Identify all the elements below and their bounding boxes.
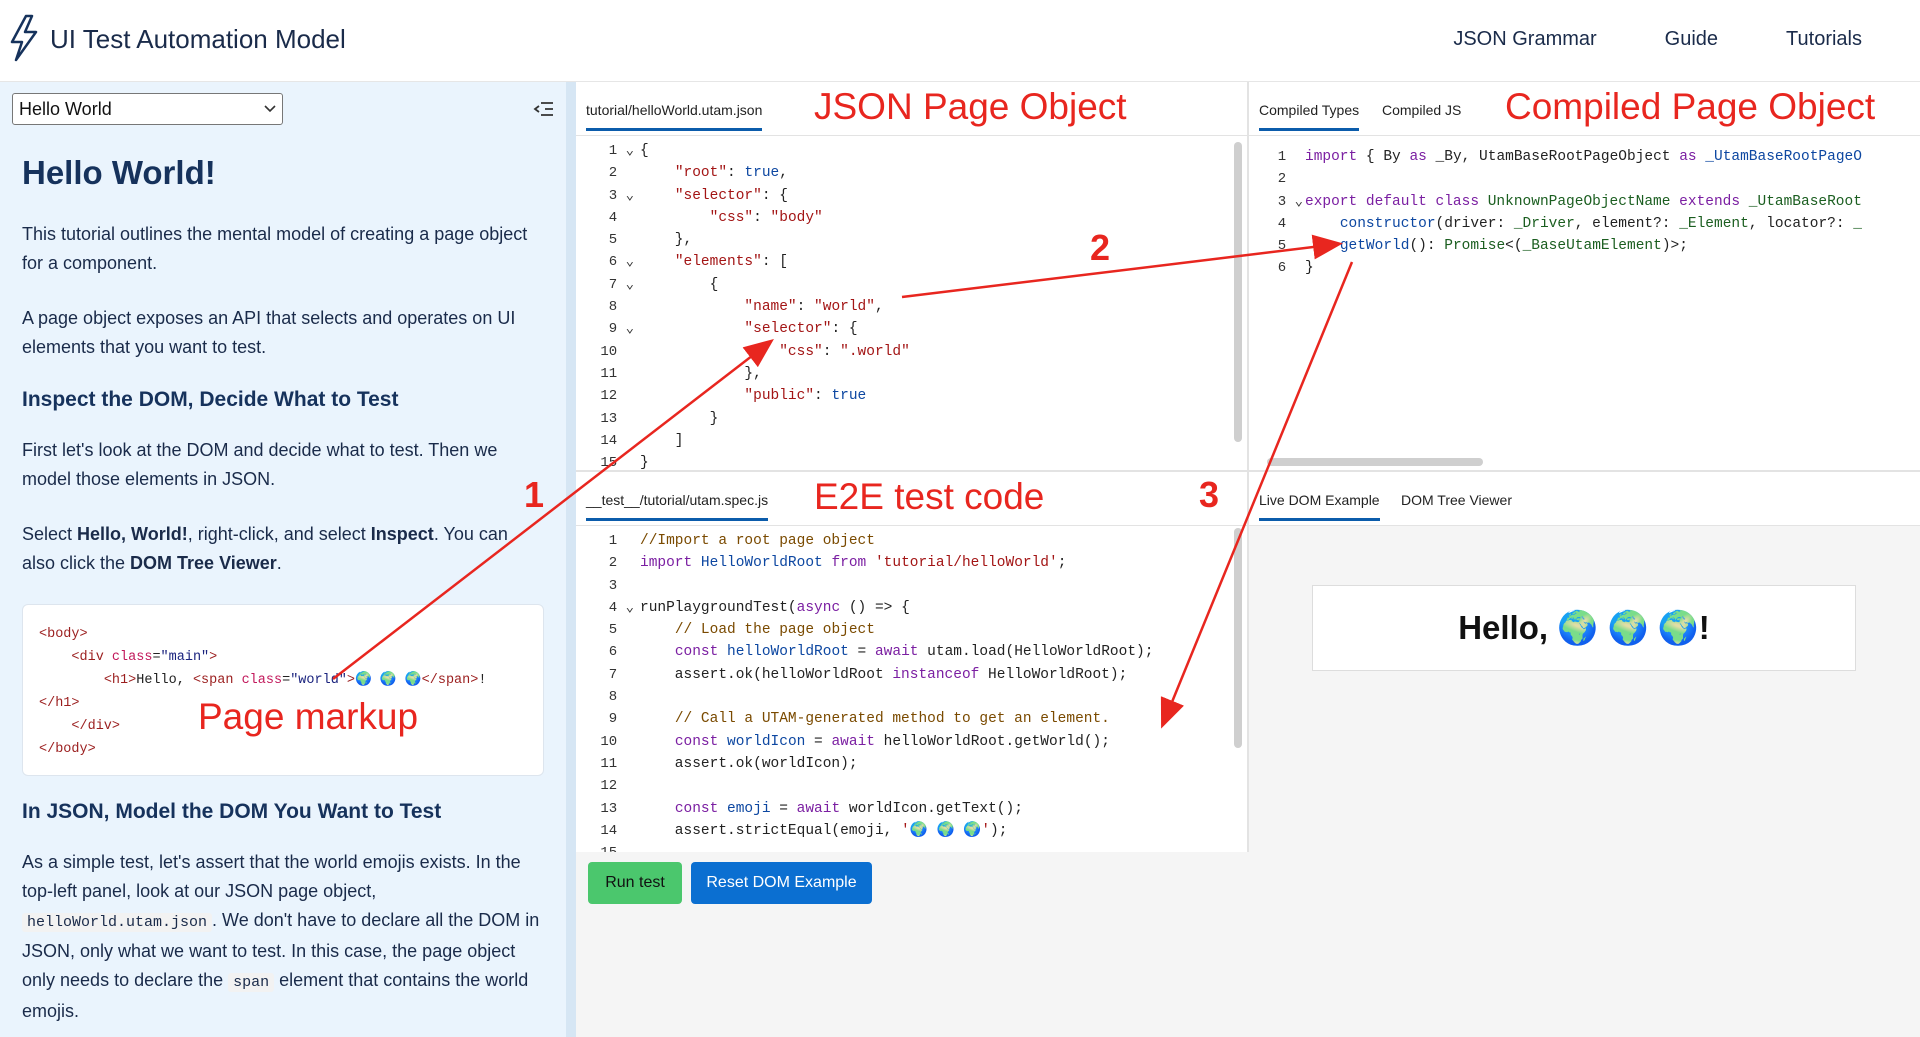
intro-paragraph: This tutorial outlines the mental model …	[22, 224, 528, 273]
compiled-code[interactable]: import { By as _By, UtamBaseRootPageObje…	[1305, 149, 1862, 277]
json-scrollbar[interactable]	[1234, 142, 1242, 442]
spec-editor-pane: __test__/tutorial/utam.spec.js E2E test …	[576, 472, 1247, 852]
chevron-down-icon	[264, 105, 276, 113]
live-dom-hello-world[interactable]: Hello, 🌍 🌍 🌍!	[1312, 585, 1856, 671]
nav-tutorials[interactable]: Tutorials	[1786, 28, 1862, 50]
compiled-page-object-annotation: Compiled Page Object	[1505, 86, 1876, 127]
page-markup-code: <body> <div class="main"> <h1>Hello, <sp…	[22, 604, 544, 776]
e2e-test-code-annotation: E2E test code	[814, 476, 1045, 517]
spec-code[interactable]: //Import a root page object import Hello…	[640, 533, 1154, 839]
bold-text: Inspect	[370, 524, 434, 544]
lightning-bolt-logo-icon	[10, 14, 38, 62]
model-heading: In JSON, Model the DOM You Want to Test	[22, 800, 442, 823]
line-numbers: 1 ⌄2 3 ⌄4 5 6 ⌄7 ⌄8 9 ⌄10 11 12 13 14 15	[600, 143, 634, 472]
app-header: UI Test Automation Model JSON Grammar Gu…	[0, 0, 1920, 82]
code-line: </body>	[39, 742, 96, 757]
text: , right-click, and select	[187, 524, 371, 544]
run-test-button[interactable]: Run test	[588, 862, 682, 904]
dom-tabbar: Live DOM Example DOM Tree Viewer	[1249, 472, 1920, 526]
tab-compiled-js[interactable]: Compiled JS	[1382, 102, 1462, 118]
text: element that contains the world emojis.	[22, 970, 529, 1021]
sidebar-resize-handle[interactable]	[566, 82, 576, 1037]
text: .	[276, 553, 282, 573]
tab-json-file[interactable]: tutorial/helloWorld.utam.json	[586, 102, 763, 131]
nav-json-grammar[interactable]: JSON Grammar	[1453, 28, 1597, 50]
tab-live-dom[interactable]: Live DOM Example	[1259, 492, 1380, 521]
code-line: </h1>	[39, 696, 80, 711]
inline-code: helloWorld.utam.json	[22, 913, 213, 932]
tutorial-content: Hello World! This tutorial outlines the …	[22, 142, 544, 1037]
page-markup-annotation: Page markup	[198, 696, 419, 737]
code-line: </div>	[71, 719, 121, 734]
code-line: <div class="main">	[71, 650, 218, 665]
json-editor-pane: tutorial/helloWorld.utam.json JSON Page …	[576, 82, 1247, 471]
json-page-object-annotation: JSON Page Object	[814, 86, 1127, 127]
tutorial-sidebar: Hello World Hello World! This tutorial o…	[0, 82, 566, 1037]
select-paragraph: Select Hello, World!, right-click, and s…	[22, 520, 542, 578]
bold-text: DOM Tree Viewer	[130, 553, 277, 573]
inspect-heading: Inspect the DOM, Decide What to Test	[22, 388, 399, 411]
top-nav: JSON Grammar Guide Tutorials	[1453, 28, 1862, 51]
compiled-pane: Compiled Types Compiled JS Compiled Page…	[1249, 82, 1920, 470]
tab-compiled-types[interactable]: Compiled Types	[1259, 102, 1360, 131]
json-tabbar: tutorial/helloWorld.utam.json	[576, 82, 1247, 136]
dom-paragraph: First let's look at the DOM and decide w…	[22, 440, 498, 489]
reset-dom-button[interactable]: Reset DOM Example	[691, 862, 872, 904]
spec-scrollbar[interactable]	[1234, 528, 1242, 748]
model-paragraph: As a simple test, let's assert that the …	[22, 848, 542, 1026]
code-line: <h1>Hello, <span class="world">🌍 🌍 🌍</sp…	[103, 673, 487, 688]
inline-code: span	[228, 973, 275, 992]
text: Select	[22, 524, 78, 544]
text: As a simple test, let's assert that the …	[22, 852, 521, 901]
compiled-hscrollbar[interactable]	[1267, 458, 1483, 466]
code-line: <body>	[39, 627, 88, 642]
line-numbers: 1 2 3 4 ⌄5 6 7 8 9 10 11 12 13 14 15	[600, 533, 634, 852]
tutorial-select[interactable]: Hello World	[12, 93, 283, 125]
compiled-tabbar: Compiled Types Compiled JS	[1249, 82, 1920, 136]
bold-text: Hello, World!	[77, 524, 188, 544]
line-numbers: 1 2 3 ⌄4 5 6	[1277, 149, 1303, 277]
tutorial-title: Hello World!	[22, 154, 216, 191]
tutorial-select-value: Hello World	[19, 98, 112, 119]
text: . We don't have to declare all the DOM i…	[22, 910, 540, 990]
collapse-sidebar-icon[interactable]	[533, 100, 555, 118]
json-code[interactable]: { "root": true, "selector": { "css": "bo…	[640, 143, 910, 472]
nav-guide[interactable]: Guide	[1664, 28, 1719, 50]
page-object-paragraph: A page object exposes an API that select…	[22, 308, 516, 357]
app-title: UI Test Automation Model	[50, 24, 346, 54]
tab-spec-file[interactable]: __test__/tutorial/utam.spec.js	[586, 492, 769, 521]
tab-dom-tree[interactable]: DOM Tree Viewer	[1401, 492, 1512, 508]
